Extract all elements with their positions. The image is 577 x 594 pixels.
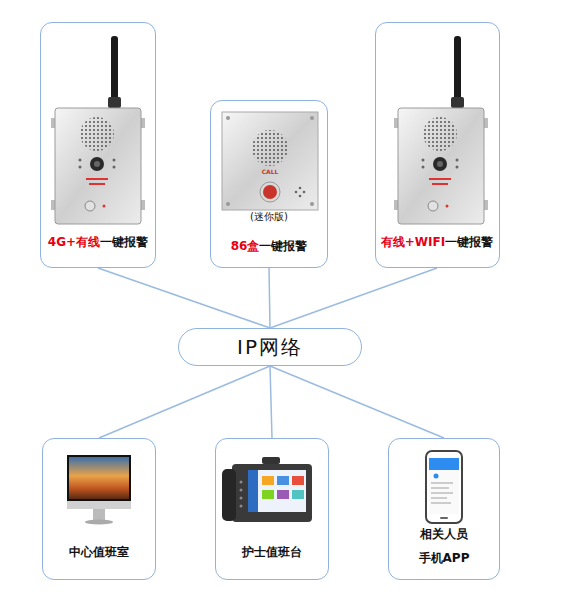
caption-text: 86盒 [231, 239, 260, 253]
monitor-icon [67, 455, 131, 525]
caption-line: 有线+WIFI一键报警 [381, 231, 493, 251]
network-label: IP网络 [237, 335, 303, 359]
mini-alarm-plate [222, 112, 318, 210]
caption-line: 护士值班台 [242, 541, 302, 561]
caption-text: 中心值班室 [69, 545, 129, 559]
network-link [270, 366, 444, 438]
caption-line: 相关人员 手机APP [412, 521, 476, 569]
device-box: 有线+WIFI一键报警 [375, 22, 500, 268]
caption-text: 相关人员 手机APP [419, 527, 470, 565]
caption-text: 一键报警 [445, 235, 493, 249]
network-link [269, 268, 270, 328]
device-print: CALL [262, 169, 279, 175]
caption-line: (迷你版) [250, 205, 288, 225]
caption-line: 4G+有线一键报警 [48, 231, 148, 251]
device-box: (迷你版) 86盒一键报警 [210, 100, 328, 268]
caption-text: (迷你版) [250, 211, 288, 222]
alarm-box-wifi [394, 36, 488, 224]
device-box: 4G+有线一键报警 [40, 22, 156, 268]
caption-text: 护士值班台 [242, 545, 302, 559]
terminal-box: 护士值班台 [215, 438, 329, 580]
alarm-box-4g [51, 36, 145, 224]
network-link [99, 366, 270, 438]
caption-line: 中心值班室 [69, 541, 129, 561]
caption-text: 一键报警 [100, 235, 148, 249]
network-link [270, 366, 272, 438]
caption-line: IP网络 [237, 335, 303, 360]
network-link [270, 268, 437, 328]
caption-text: 一键报警 [259, 239, 307, 253]
nurse-terminal-icon [222, 457, 312, 522]
caption-text: 有线+WIFI [381, 235, 445, 249]
network-pill: IP网络 [178, 328, 362, 366]
phone-icon [426, 451, 462, 523]
caption-text: 4G+有线 [48, 235, 100, 249]
network-link [98, 268, 270, 328]
caption-line: 86盒一键报警 [231, 235, 308, 255]
terminal-box: 相关人员 手机APP [388, 438, 500, 580]
terminal-box: 中心值班室 [42, 438, 156, 580]
